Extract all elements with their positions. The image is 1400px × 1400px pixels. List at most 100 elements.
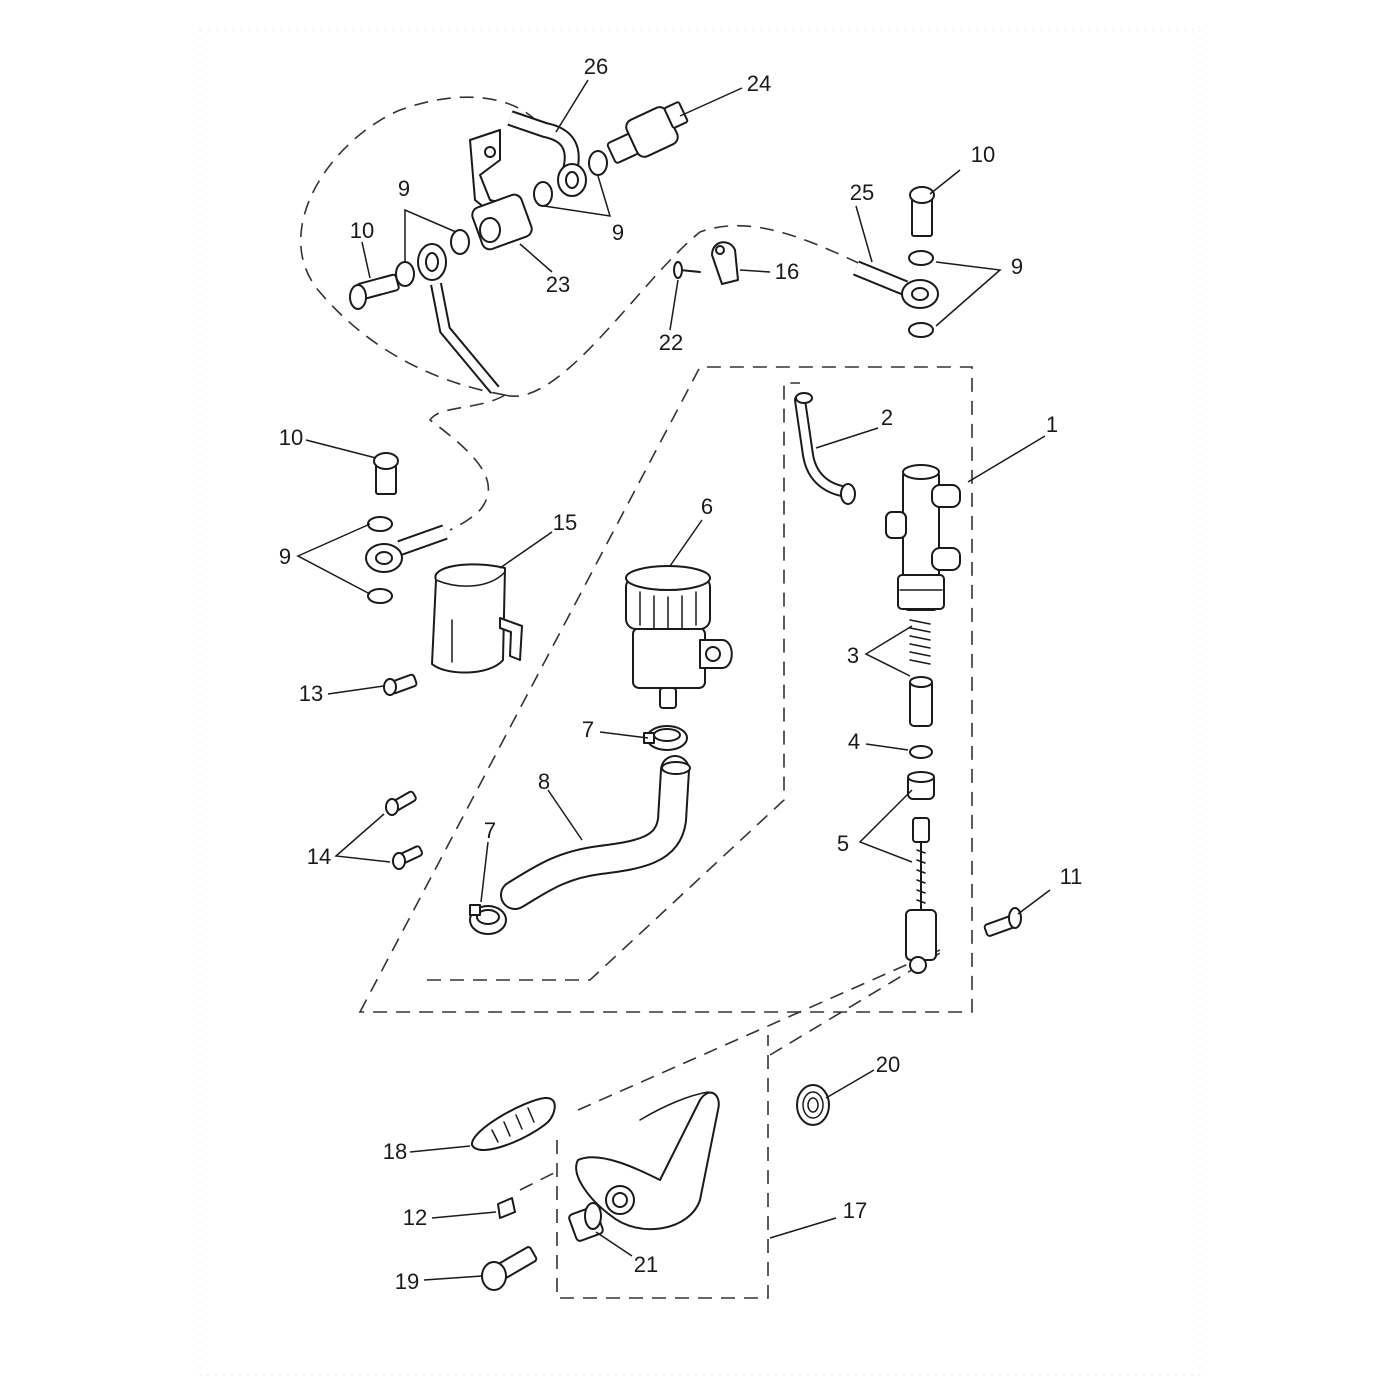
callout-labels: 1 2 3 4 5 6 7 7 8 9 9 9 9 10 10 10 11 12…: [279, 54, 1083, 1294]
callout-3: 3: [847, 643, 859, 668]
leader-12: [431, 1211, 497, 1219]
reservoir-group-outline: [427, 382, 800, 981]
circlip[interactable]: [909, 745, 933, 759]
leader-9c: [935, 261, 1002, 327]
pedal-rubber[interactable]: [471, 1096, 556, 1151]
brake-hose-lower-banjo[interactable]: [365, 524, 448, 573]
leader-8: [547, 789, 583, 841]
callout-14: 14: [307, 844, 331, 869]
leader-2: [815, 427, 879, 449]
pedal-bush[interactable]: [568, 1202, 604, 1242]
pedal-pivot-bolt[interactable]: [481, 1246, 538, 1291]
banjo-bolt-left[interactable]: [349, 273, 400, 310]
leader-19: [423, 1275, 483, 1281]
fluid-reservoir[interactable]: [625, 565, 733, 709]
callout-17: 17: [843, 1198, 867, 1223]
leader-21: [595, 1231, 633, 1257]
leader-18: [409, 1145, 471, 1153]
sealing-washers[interactable]: [367, 150, 934, 604]
split-pin[interactable]: [497, 1197, 516, 1219]
brake-hose-upper-left[interactable]: [417, 243, 500, 394]
leader-24: [679, 87, 743, 117]
callout-12: 12: [403, 1205, 427, 1230]
pushrod-assembly[interactable]: [905, 771, 937, 974]
leader-6: [669, 519, 703, 567]
leader-13: [327, 685, 385, 695]
leader-23: [519, 243, 553, 273]
clevis-pin[interactable]: [983, 907, 1022, 937]
leader-10c: [305, 439, 377, 459]
callout-10a: 10: [350, 218, 374, 243]
callout-11: 11: [1060, 864, 1083, 889]
callout-10b: 10: [971, 142, 995, 167]
leader-14: [334, 813, 391, 863]
scan-frame: [199, 29, 1201, 1376]
screws-14[interactable]: [385, 790, 424, 870]
bracket-and-union[interactable]: [469, 129, 534, 252]
callout-9d: 9: [279, 544, 291, 569]
leader-25: [855, 205, 873, 263]
callout-8: 8: [538, 769, 550, 794]
leader-lines: [296, 79, 1051, 1281]
leader-4: [865, 743, 909, 751]
hose-clamp[interactable]: [711, 241, 739, 285]
dashed-outlines: [299, 96, 973, 1299]
leader-1: [967, 435, 1046, 483]
callout-13: 13: [299, 681, 323, 706]
callout-4: 4: [848, 729, 860, 754]
leader-3: [864, 625, 913, 677]
callout-6: 6: [701, 494, 713, 519]
callout-19: 19: [395, 1269, 419, 1294]
screw-13[interactable]: [383, 673, 418, 696]
brake-hose-upper-right[interactable]: [507, 110, 587, 197]
leader-15: [499, 531, 553, 569]
leader-9a: [404, 208, 457, 262]
brake-light-switch[interactable]: [606, 101, 689, 164]
master-cylinder[interactable]: [885, 464, 961, 611]
callout-9b: 9: [612, 220, 624, 245]
callout-10c: 10: [279, 425, 303, 450]
leader-9d: [296, 523, 371, 595]
hose-routing-line-loop: [299, 96, 541, 396]
hose-routing-line-left: [428, 394, 506, 531]
leader-16: [739, 269, 771, 273]
leader-22: [669, 279, 679, 331]
callout-2: 2: [881, 405, 893, 430]
pedal-group-outline: [556, 1035, 769, 1299]
reservoir-hose[interactable]: [500, 755, 691, 910]
hose-routing-line-top: [504, 224, 901, 397]
clamp-screw[interactable]: [673, 261, 701, 279]
hose-clip-upper[interactable]: [643, 725, 688, 751]
leader-10a: [361, 241, 371, 279]
banjo-bolt-lower[interactable]: [373, 452, 399, 495]
callout-15: 15: [553, 510, 577, 535]
callout-22: 22: [659, 330, 683, 355]
callout-21: 21: [634, 1252, 658, 1277]
elbow-hose[interactable]: [794, 392, 856, 505]
leader-26: [555, 79, 589, 133]
leader-7b: [480, 841, 489, 903]
callout-5: 5: [837, 831, 849, 856]
hose-clip-lower[interactable]: [469, 904, 507, 935]
callout-20: 20: [876, 1052, 900, 1077]
callout-9c: 9: [1011, 254, 1023, 279]
brake-hose-right[interactable]: [852, 260, 939, 309]
callout-9a: 9: [398, 176, 410, 201]
reservoir-cover[interactable]: [431, 563, 523, 674]
callout-1: 1: [1046, 412, 1058, 437]
banjo-bolt-right[interactable]: [909, 186, 935, 237]
callout-18: 18: [383, 1139, 407, 1164]
leader-11: [1017, 889, 1051, 915]
callout-7a: 7: [582, 717, 594, 742]
return-spring[interactable]: [796, 1084, 830, 1126]
leader-20: [825, 1069, 875, 1099]
master-cylinder-group-outline: [358, 366, 973, 1013]
pedal-link-line-c: [519, 1169, 561, 1191]
leader-17: [769, 1217, 837, 1239]
leader-7a: [599, 731, 649, 739]
callout-26: 26: [584, 54, 608, 79]
leader-5: [858, 789, 913, 863]
spring-and-piston[interactable]: [909, 619, 933, 727]
leader-9b: [543, 175, 612, 217]
